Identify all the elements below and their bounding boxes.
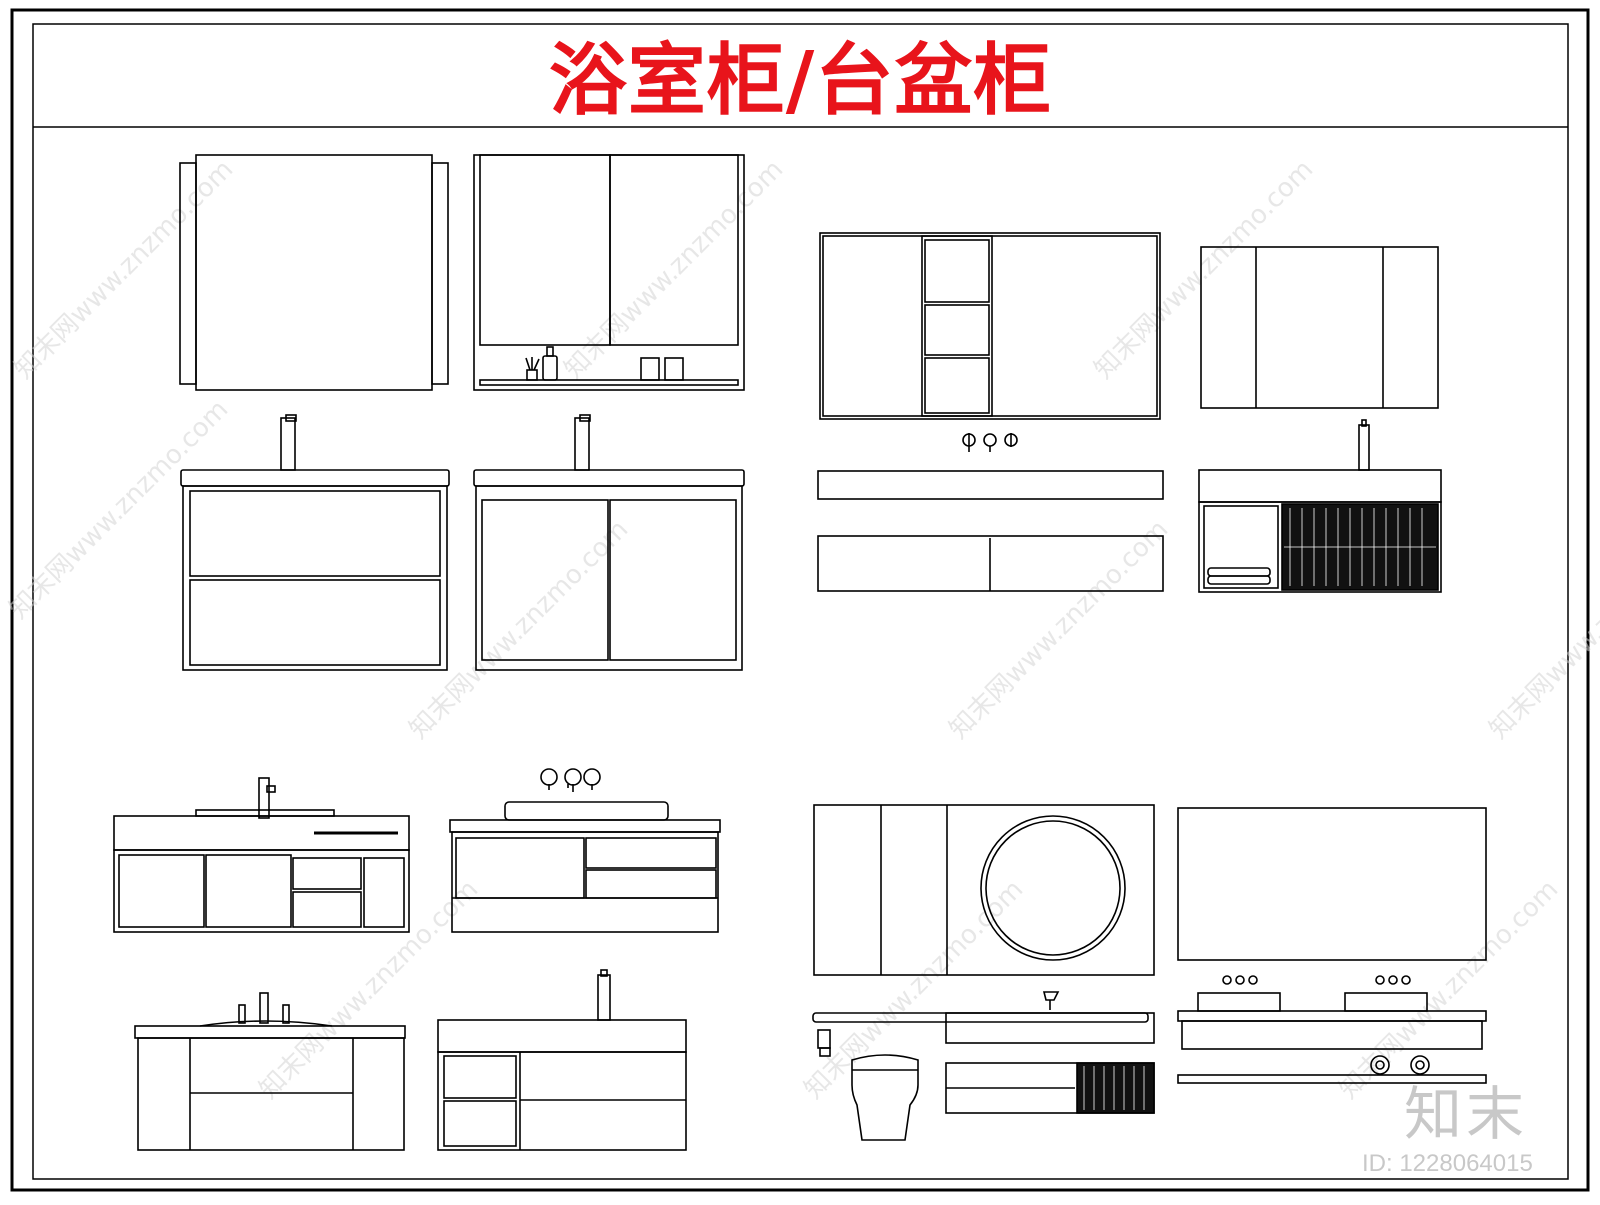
outer-frame xyxy=(10,8,1590,1192)
svg-text:知末网www.znzmo.com: 知末网www.znzmo.com xyxy=(4,394,235,625)
wide-mirror-unit xyxy=(817,232,1164,592)
tall-mirror-unit-2 xyxy=(1198,246,1442,593)
brand-logo: 知末 xyxy=(1404,1080,1529,1148)
svg-text:知末网www.znzmo.com: 知末网www.znzmo.com xyxy=(9,154,240,385)
svg-text:知末网www.znzmo.com: 知末网www.znzmo.com xyxy=(404,514,635,745)
double-basin-unit xyxy=(1177,975,1487,1084)
svg-text:知末网www.znzmo.com: 知末网www.znzmo.com xyxy=(559,154,790,385)
svg-text:知末网www.znzmo.com: 知末网www.znzmo.com xyxy=(254,874,485,1105)
vanity-combo-7 xyxy=(812,991,1155,1141)
vanity-combo-3 xyxy=(113,777,410,933)
vanity-doors-2 xyxy=(473,414,745,671)
inner-frame xyxy=(32,23,1569,1180)
mirror-cabinet-1 xyxy=(179,154,449,391)
vanity-combo-5 xyxy=(134,992,406,1151)
drawing-title: 浴室柜/台盆柜 xyxy=(548,35,1053,126)
svg-text:知末网www.znzmo.com: 知末网www.znzmo.com xyxy=(1089,154,1320,385)
svg-text:知末网www.znzmo.com: 知末网www.znzmo.com xyxy=(1484,514,1600,745)
round-mirror-unit xyxy=(813,804,1155,976)
rect-mirror-unit-2 xyxy=(1177,807,1487,961)
image-id-label: ID: 1228064015 xyxy=(1362,1150,1533,1177)
watermark-layer: 知末网www.znzmo.com 知末网www.znzmo.com 知末网www… xyxy=(4,154,1600,1105)
vanity-open-4 xyxy=(449,768,721,933)
mirror-cabinet-2 xyxy=(473,154,745,391)
svg-text:知末网www.znzmo.com: 知末网www.znzmo.com xyxy=(944,514,1175,745)
vanity-combo-6 xyxy=(437,969,687,1151)
svg-text:知末网www.znzmo.com: 知末网www.znzmo.com xyxy=(1334,874,1565,1105)
vanity-drawers-1 xyxy=(180,414,450,671)
